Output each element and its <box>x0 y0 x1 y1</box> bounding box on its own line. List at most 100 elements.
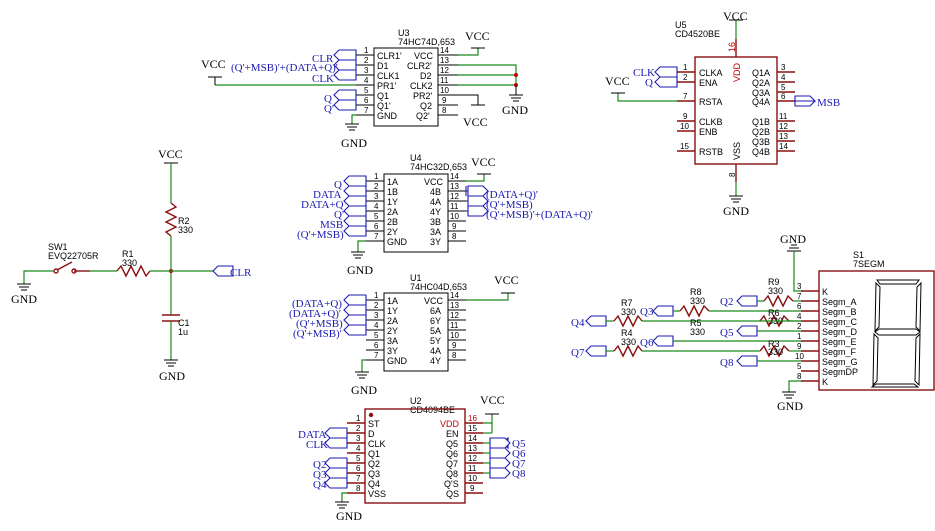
net-label: Q <box>334 179 342 191</box>
net-label: Q <box>324 93 332 105</box>
svg-text:R3: R3 <box>768 339 780 349</box>
svg-text:Q3A: Q3A <box>752 88 770 98</box>
svg-text:VDD: VDD <box>732 62 742 82</box>
u2-part: CD4094BE <box>410 405 455 415</box>
svg-text:12: 12 <box>450 311 459 320</box>
svg-text:3Y: 3Y <box>430 237 441 247</box>
net-label: CLR <box>230 267 252 279</box>
svg-text:7: 7 <box>797 292 802 301</box>
svg-text:Q1: Q1 <box>377 91 389 101</box>
svg-text:14: 14 <box>779 142 788 151</box>
svg-text:Q1': Q1' <box>377 101 391 111</box>
net-label: MSB <box>817 97 840 109</box>
net-label: (Q'+MSB) <box>486 199 533 211</box>
svg-text:EVQ22705R: EVQ22705R <box>48 251 99 261</box>
svg-text:1u: 1u <box>178 327 188 337</box>
svg-text:10: 10 <box>795 352 804 361</box>
svg-text:GND: GND <box>777 399 803 413</box>
net-label: Q7 <box>571 347 585 359</box>
svg-text:12: 12 <box>779 122 788 131</box>
net-label: Q6 <box>512 448 526 460</box>
svg-text:Q4: Q4 <box>368 479 380 489</box>
svg-text:6: 6 <box>374 222 379 231</box>
svg-text:2: 2 <box>374 301 379 310</box>
svg-text:Q2A: Q2A <box>752 78 770 88</box>
svg-text:11: 11 <box>779 112 788 121</box>
svg-text:R7: R7 <box>621 298 633 308</box>
svg-text:ENA: ENA <box>699 78 718 88</box>
svg-text:PR1': PR1' <box>377 81 397 91</box>
svg-text:2Y: 2Y <box>387 227 398 237</box>
chip-u4: U4 74HC32D,653 11A 21B 31Y 42A 52B 62Y 7… <box>366 153 467 253</box>
svg-text:GND: GND <box>377 111 398 121</box>
svg-text:Q'S: Q'S <box>444 479 459 489</box>
net-label: (DATA+Q)' <box>486 189 538 201</box>
svg-text:Q3: Q3 <box>368 469 380 479</box>
svg-text:5: 5 <box>781 83 786 92</box>
svg-text:CLR1': CLR1' <box>377 51 402 61</box>
svg-text:VCC: VCC <box>471 155 496 169</box>
svg-text:3B: 3B <box>430 217 441 227</box>
svg-text:10: 10 <box>450 212 459 221</box>
u1-wiring: (DATA+Q) (DATA+Q)' (Q'+MSB) (Q'+MSB)' VC… <box>289 273 519 397</box>
svg-text:CLK2: CLK2 <box>410 81 433 91</box>
svg-text:9: 9 <box>452 341 457 350</box>
svg-text:R6: R6 <box>768 308 780 318</box>
svg-text:9: 9 <box>442 96 447 105</box>
svg-text:3: 3 <box>781 63 786 72</box>
svg-text:VCC: VCC <box>424 296 444 306</box>
svg-text:K: K <box>822 287 828 297</box>
svg-text:1: 1 <box>683 63 688 72</box>
svg-text:6: 6 <box>797 302 802 311</box>
svg-text:330: 330 <box>768 347 783 357</box>
svg-text:4Y: 4Y <box>430 207 441 217</box>
svg-text:VCC: VCC <box>414 51 434 61</box>
svg-text:4: 4 <box>356 444 361 453</box>
net-label: (Q'+MSB)'+(DATA+Q)' <box>486 209 593 221</box>
net-label: CLK <box>633 67 655 79</box>
svg-text:VCC: VCC <box>723 9 748 23</box>
svg-text:2A: 2A <box>387 207 398 217</box>
svg-text:5: 5 <box>797 362 802 371</box>
svg-text:GND: GND <box>780 232 806 246</box>
svg-text:GND: GND <box>723 204 749 218</box>
u1-ref: U1 <box>410 273 422 283</box>
svg-text:Q1B: Q1B <box>752 117 770 127</box>
svg-text:3: 3 <box>797 282 802 291</box>
svg-text:14: 14 <box>450 172 459 181</box>
net-label: Q3 <box>640 306 654 318</box>
svg-text:K: K <box>822 377 828 387</box>
svg-text:S1: S1 <box>853 250 864 260</box>
svg-text:3A: 3A <box>430 227 441 237</box>
svg-text:D: D <box>368 429 375 439</box>
svg-text:CLR2': CLR2' <box>407 61 432 71</box>
u5-part: CD4520BE <box>675 29 720 39</box>
svg-text:VCC: VCC <box>465 29 490 43</box>
reset-circuit: VCC R2 330 C1 1u GND R1 330 CLR SW1 EVQ2… <box>11 147 252 383</box>
net-label: (Q'+MSB) <box>297 229 344 241</box>
svg-text:1: 1 <box>356 414 361 423</box>
svg-text:GND: GND <box>336 509 362 523</box>
svg-text:1B: 1B <box>387 187 398 197</box>
u3-wiring: CLR (Q'+MSB)'+(DATA+Q)' CLK Q Q' VCC VCC… <box>201 29 528 150</box>
svg-text:4: 4 <box>374 202 379 211</box>
net-label: Q3 <box>313 469 327 481</box>
svg-text:R2: R2 <box>178 216 190 226</box>
svg-text:15: 15 <box>468 424 477 433</box>
svg-text:1A: 1A <box>387 296 398 306</box>
svg-text:2: 2 <box>683 73 688 82</box>
u4-ref: U4 <box>410 153 422 163</box>
svg-text:Segm_G: Segm_G <box>822 357 858 367</box>
u3-part: 74HC74D,653 <box>398 37 455 47</box>
u1-part: 74HC04D,653 <box>410 282 467 292</box>
svg-text:11: 11 <box>450 202 459 211</box>
net-label: (Q'+MSB)'+(DATA+Q)' <box>231 62 338 74</box>
svg-text:GND: GND <box>387 237 408 247</box>
svg-text:2A: 2A <box>387 316 398 326</box>
svg-text:10: 10 <box>680 122 689 131</box>
svg-text:4Y: 4Y <box>430 356 441 366</box>
svg-text:8: 8 <box>728 172 737 177</box>
svg-text:2: 2 <box>364 56 369 65</box>
